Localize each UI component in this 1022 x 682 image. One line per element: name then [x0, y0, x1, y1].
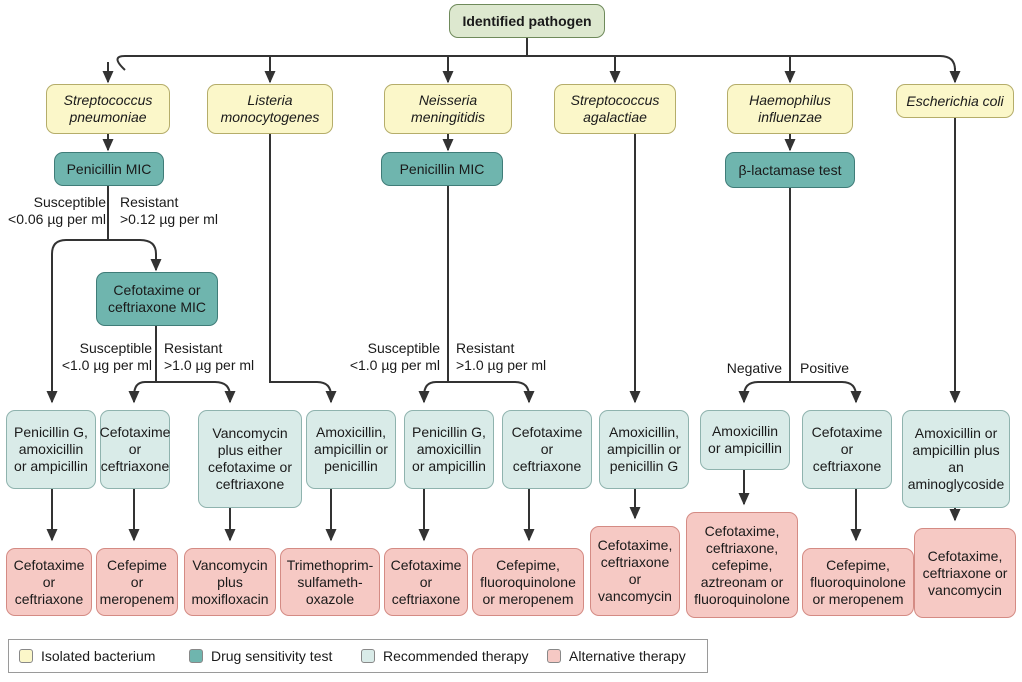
legend: Isolated bacterium Drug sensitivity test…	[8, 639, 708, 673]
legend-swatch	[19, 649, 33, 663]
test-penicillin-mic-meningitidis: Penicillin MIC	[381, 152, 503, 186]
label-cef-susceptible: Susceptible <1.0 µg per ml	[61, 340, 152, 373]
bacterium-haemophilus-influenzae: Haemophilus influenzae	[727, 84, 853, 134]
legend-label: Isolated bacterium	[41, 648, 156, 664]
bacterium-streptococcus-pneumoniae: Streptococcus pneumoniae	[46, 84, 170, 134]
legend-label: Alternative therapy	[569, 648, 686, 664]
test-beta-lactamase: β-lactamase test	[725, 152, 855, 188]
label-cef-resistant: Resistant >1.0 µg per ml	[164, 340, 255, 373]
alternative-therapy-7: Cefotaxime, ceftriaxone or vancomycin	[590, 526, 680, 616]
label-sp-susceptible: Susceptible <0.06 µg per ml	[8, 194, 106, 227]
alternative-therapy-3: Vancomycin plus moxifloxacin	[184, 548, 276, 616]
legend-swatch	[547, 649, 561, 663]
test-penicillin-mic-pneumoniae: Penicillin MIC	[54, 152, 164, 186]
test-cefotaxime-ceftriaxone-mic: Cefotaxime or ceftriaxone MIC	[96, 272, 218, 326]
legend-swatch	[189, 649, 203, 663]
alternative-therapy-2: Cefepime or meropenem	[96, 548, 178, 616]
alternative-therapy-6: Cefepime, fluoroquinolone or meropenem	[472, 548, 584, 616]
recommended-therapy-10: Amoxicillin or ampicillin plus an aminog…	[902, 410, 1010, 508]
label-hi-positive: Positive	[800, 360, 850, 376]
label-sp-resistant: Resistant >0.12 µg per ml	[120, 194, 218, 227]
bacterium-escherichia-coli: Escherichia coli	[896, 84, 1014, 118]
label-nm-resistant: Resistant >1.0 µg per ml	[456, 340, 547, 373]
recommended-therapy-4: Amoxicillin, ampicillin or penicillin	[306, 410, 396, 489]
bacterium-streptococcus-agalactiae: Streptococcus agalactiae	[554, 84, 676, 134]
legend-swatch	[361, 649, 375, 663]
label-nm-susceptible: Susceptible <1.0 µg per ml	[349, 340, 440, 373]
recommended-therapy-9: Cefotaxime or ceftriaxone	[802, 410, 892, 489]
legend-item-alternative-therapy: Alternative therapy	[547, 648, 686, 664]
recommended-therapy-7: Amoxicillin, ampicillin or penicillin G	[599, 410, 689, 489]
recommended-therapy-8: Amoxicillin or ampicillin	[700, 410, 790, 470]
legend-item-drug-sensitivity-test: Drug sensitivity test	[189, 648, 332, 664]
recommended-therapy-6: Cefotaxime or ceftriaxone	[502, 410, 592, 489]
alternative-therapy-1: Cefotaxime or ceftriaxone	[6, 548, 92, 616]
bacterium-listeria-monocytogenes: Listeria monocytogenes	[207, 84, 333, 134]
alternative-therapy-8: Cefotaxime, ceftriaxone, cefepime, aztre…	[686, 512, 798, 618]
legend-label: Recommended therapy	[383, 648, 529, 664]
legend-item-recommended-therapy: Recommended therapy	[361, 648, 529, 664]
recommended-therapy-3: Vancomycin plus either cefotaxime or cef…	[198, 410, 302, 508]
legend-item-isolated-bacterium: Isolated bacterium	[19, 648, 155, 664]
alternative-therapy-5: Cefotaxime or ceftriaxone	[384, 548, 468, 616]
identified-pathogen-node: Identified pathogen	[449, 4, 605, 38]
alternative-therapy-4: Trimethoprim-sulfameth-oxazole	[280, 548, 380, 616]
alternative-therapy-10: Cefotaxime, ceftriaxone or vancomycin	[914, 528, 1016, 618]
recommended-therapy-1: Penicillin G, amoxicillin or ampicillin	[6, 410, 96, 489]
recommended-therapy-2: Cefotaxime or ceftriaxone	[100, 410, 170, 489]
recommended-therapy-5: Penicillin G, amoxicillin or ampicillin	[404, 410, 494, 489]
label-hi-negative: Negative	[726, 360, 782, 376]
bacterium-neisseria-meningitidis: Neisseria meningitidis	[384, 84, 512, 134]
alternative-therapy-9: Cefepime, fluoroquinolone or meropenem	[802, 548, 914, 616]
legend-label: Drug sensitivity test	[211, 648, 333, 664]
